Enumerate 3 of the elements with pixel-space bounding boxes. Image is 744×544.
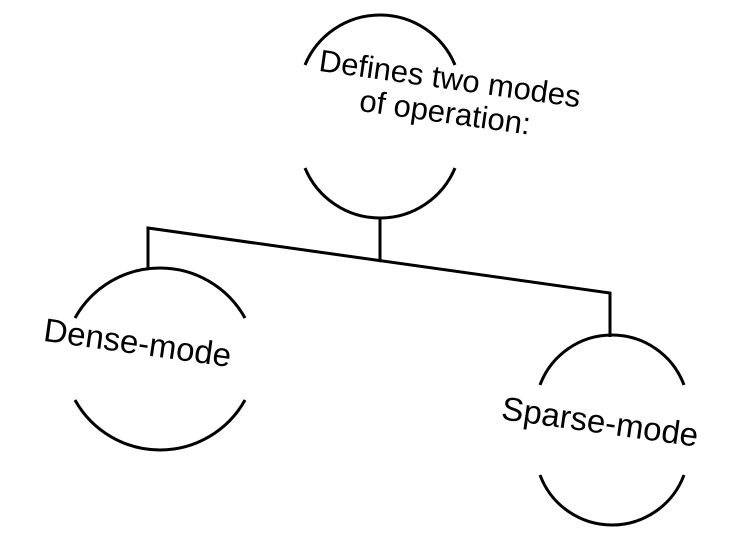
node-label: Defines two modes of operation: bbox=[316, 42, 584, 144]
node-label: Dense-mode bbox=[40, 310, 235, 376]
node-label: Sparse-mode bbox=[498, 388, 702, 456]
